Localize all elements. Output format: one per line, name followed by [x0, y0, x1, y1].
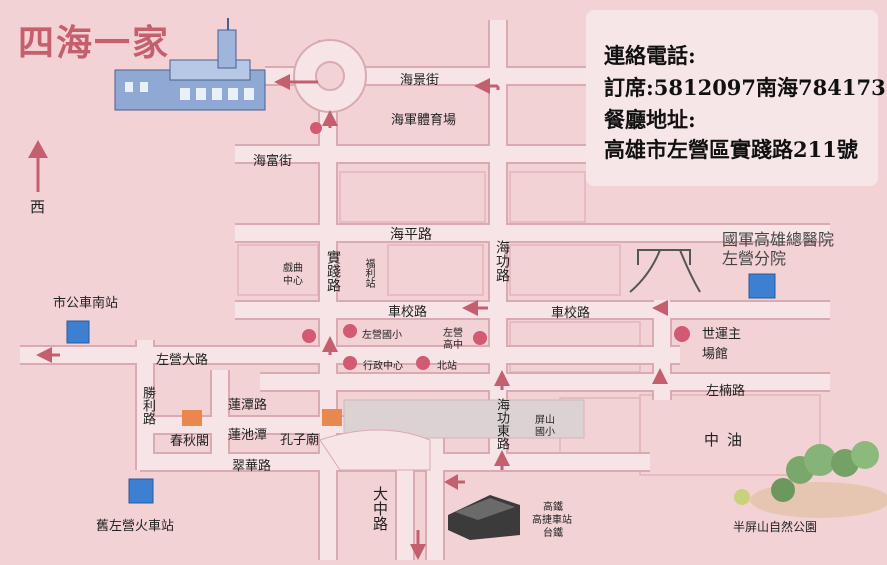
landmark-chunqiu-marker [182, 410, 202, 426]
landmark-confucius-marker [322, 409, 342, 426]
place-label-zuoying-high: 左營高中 [443, 328, 463, 351]
street-label-haiping: 海平路 [390, 227, 432, 243]
stop-dot [302, 329, 316, 343]
place-label-theater: 戲曲中心 [283, 263, 303, 287]
direction-arrows [28, 74, 668, 560]
place-label-banpingshan: 半屏山自然公園 [733, 520, 818, 534]
place-label-old-station: 舊左營火車站 [96, 519, 175, 534]
street-label-haijing: 海景街 [400, 73, 440, 88]
restaurant-building-icon [114, 18, 266, 111]
place-label-hospital: 國軍高雄總醫院 [722, 230, 835, 249]
street-label-shijian: 實踐路 [325, 250, 341, 292]
station-square-icon [128, 478, 154, 504]
stop-dot [310, 122, 322, 134]
street-label-zuonan: 左楠路 [706, 384, 746, 399]
phone-value: 訂席:5812097南海784173 [604, 75, 886, 100]
street-label-chexiao-right: 車校路 [551, 306, 591, 321]
place-label-world-games: 世運主場館 [702, 327, 742, 362]
street-label-haigong-east: 海功東路 [494, 398, 509, 450]
tree-cluster-icon [734, 441, 887, 518]
road-curve [319, 429, 431, 471]
compass-direction: 西 [30, 198, 46, 216]
place-label-tra: 台鐵 [543, 528, 563, 539]
street-label-chexiao-left: 車校路 [388, 305, 428, 320]
place-label-hospital-branch: 左營分院 [722, 249, 787, 268]
place-label-zhongyou: 中油 [704, 431, 751, 449]
street-label-zuoying: 左營大路 [156, 353, 209, 368]
place-label-welfare: 福利站 [363, 258, 374, 288]
street-label-haigong: 海功路 [494, 240, 510, 282]
station-square-icon [748, 273, 776, 299]
place-label-gym: 海軍體育場 [391, 113, 457, 128]
place-label-bus-station: 市公車南站 [53, 296, 119, 311]
address-label: 餐廳地址: [604, 107, 696, 132]
place-label-admin-center: 行政中心 [363, 361, 403, 372]
street-label-cuihua: 翠華路 [232, 459, 272, 474]
place-label-confucius: 孔子廟 [280, 433, 320, 448]
place-label-hsr: 高鐵 [543, 502, 563, 513]
stop-dot [343, 324, 357, 338]
stop-dot [674, 326, 690, 342]
hospital-gate-icon [629, 249, 701, 293]
address-value: 高雄市左營區實踐路211號 [604, 137, 858, 162]
phone-label: 連絡電話: [604, 43, 696, 68]
street-label-haifu: 海富街 [253, 154, 293, 169]
street-label-dazhong: 大中路 [371, 486, 389, 531]
station-squares [66, 273, 776, 504]
stop-dot [343, 356, 357, 370]
brand-title: 四海一家 [18, 23, 171, 64]
hsr-station-building-icon [448, 495, 520, 540]
street-label-shengli: 勝利路 [140, 386, 155, 425]
city-blocks [237, 171, 821, 476]
place-label-pingshan-elem: 屏山國小 [535, 415, 555, 438]
roundabout-center [315, 61, 345, 91]
stop-dot [473, 331, 487, 345]
place-label-north-station: 北站 [437, 361, 457, 372]
place-label-zuoying-elem: 左營國小 [362, 330, 402, 341]
place-label-mrt: 高捷車站 [532, 515, 572, 526]
place-label-chunqiu: 春秋閣 [170, 434, 210, 449]
contact-card: 連絡電話: 訂席:5812097南海784173 餐廳地址: 高雄市左營區實踐路… [586, 10, 886, 186]
stop-dot [416, 356, 430, 370]
station-square-icon [66, 320, 90, 344]
stop-markers [302, 122, 690, 370]
street-label-lianchi-road: 蓮潭路 [228, 398, 268, 413]
place-label-lianchi: 蓮池潭 [228, 428, 268, 443]
